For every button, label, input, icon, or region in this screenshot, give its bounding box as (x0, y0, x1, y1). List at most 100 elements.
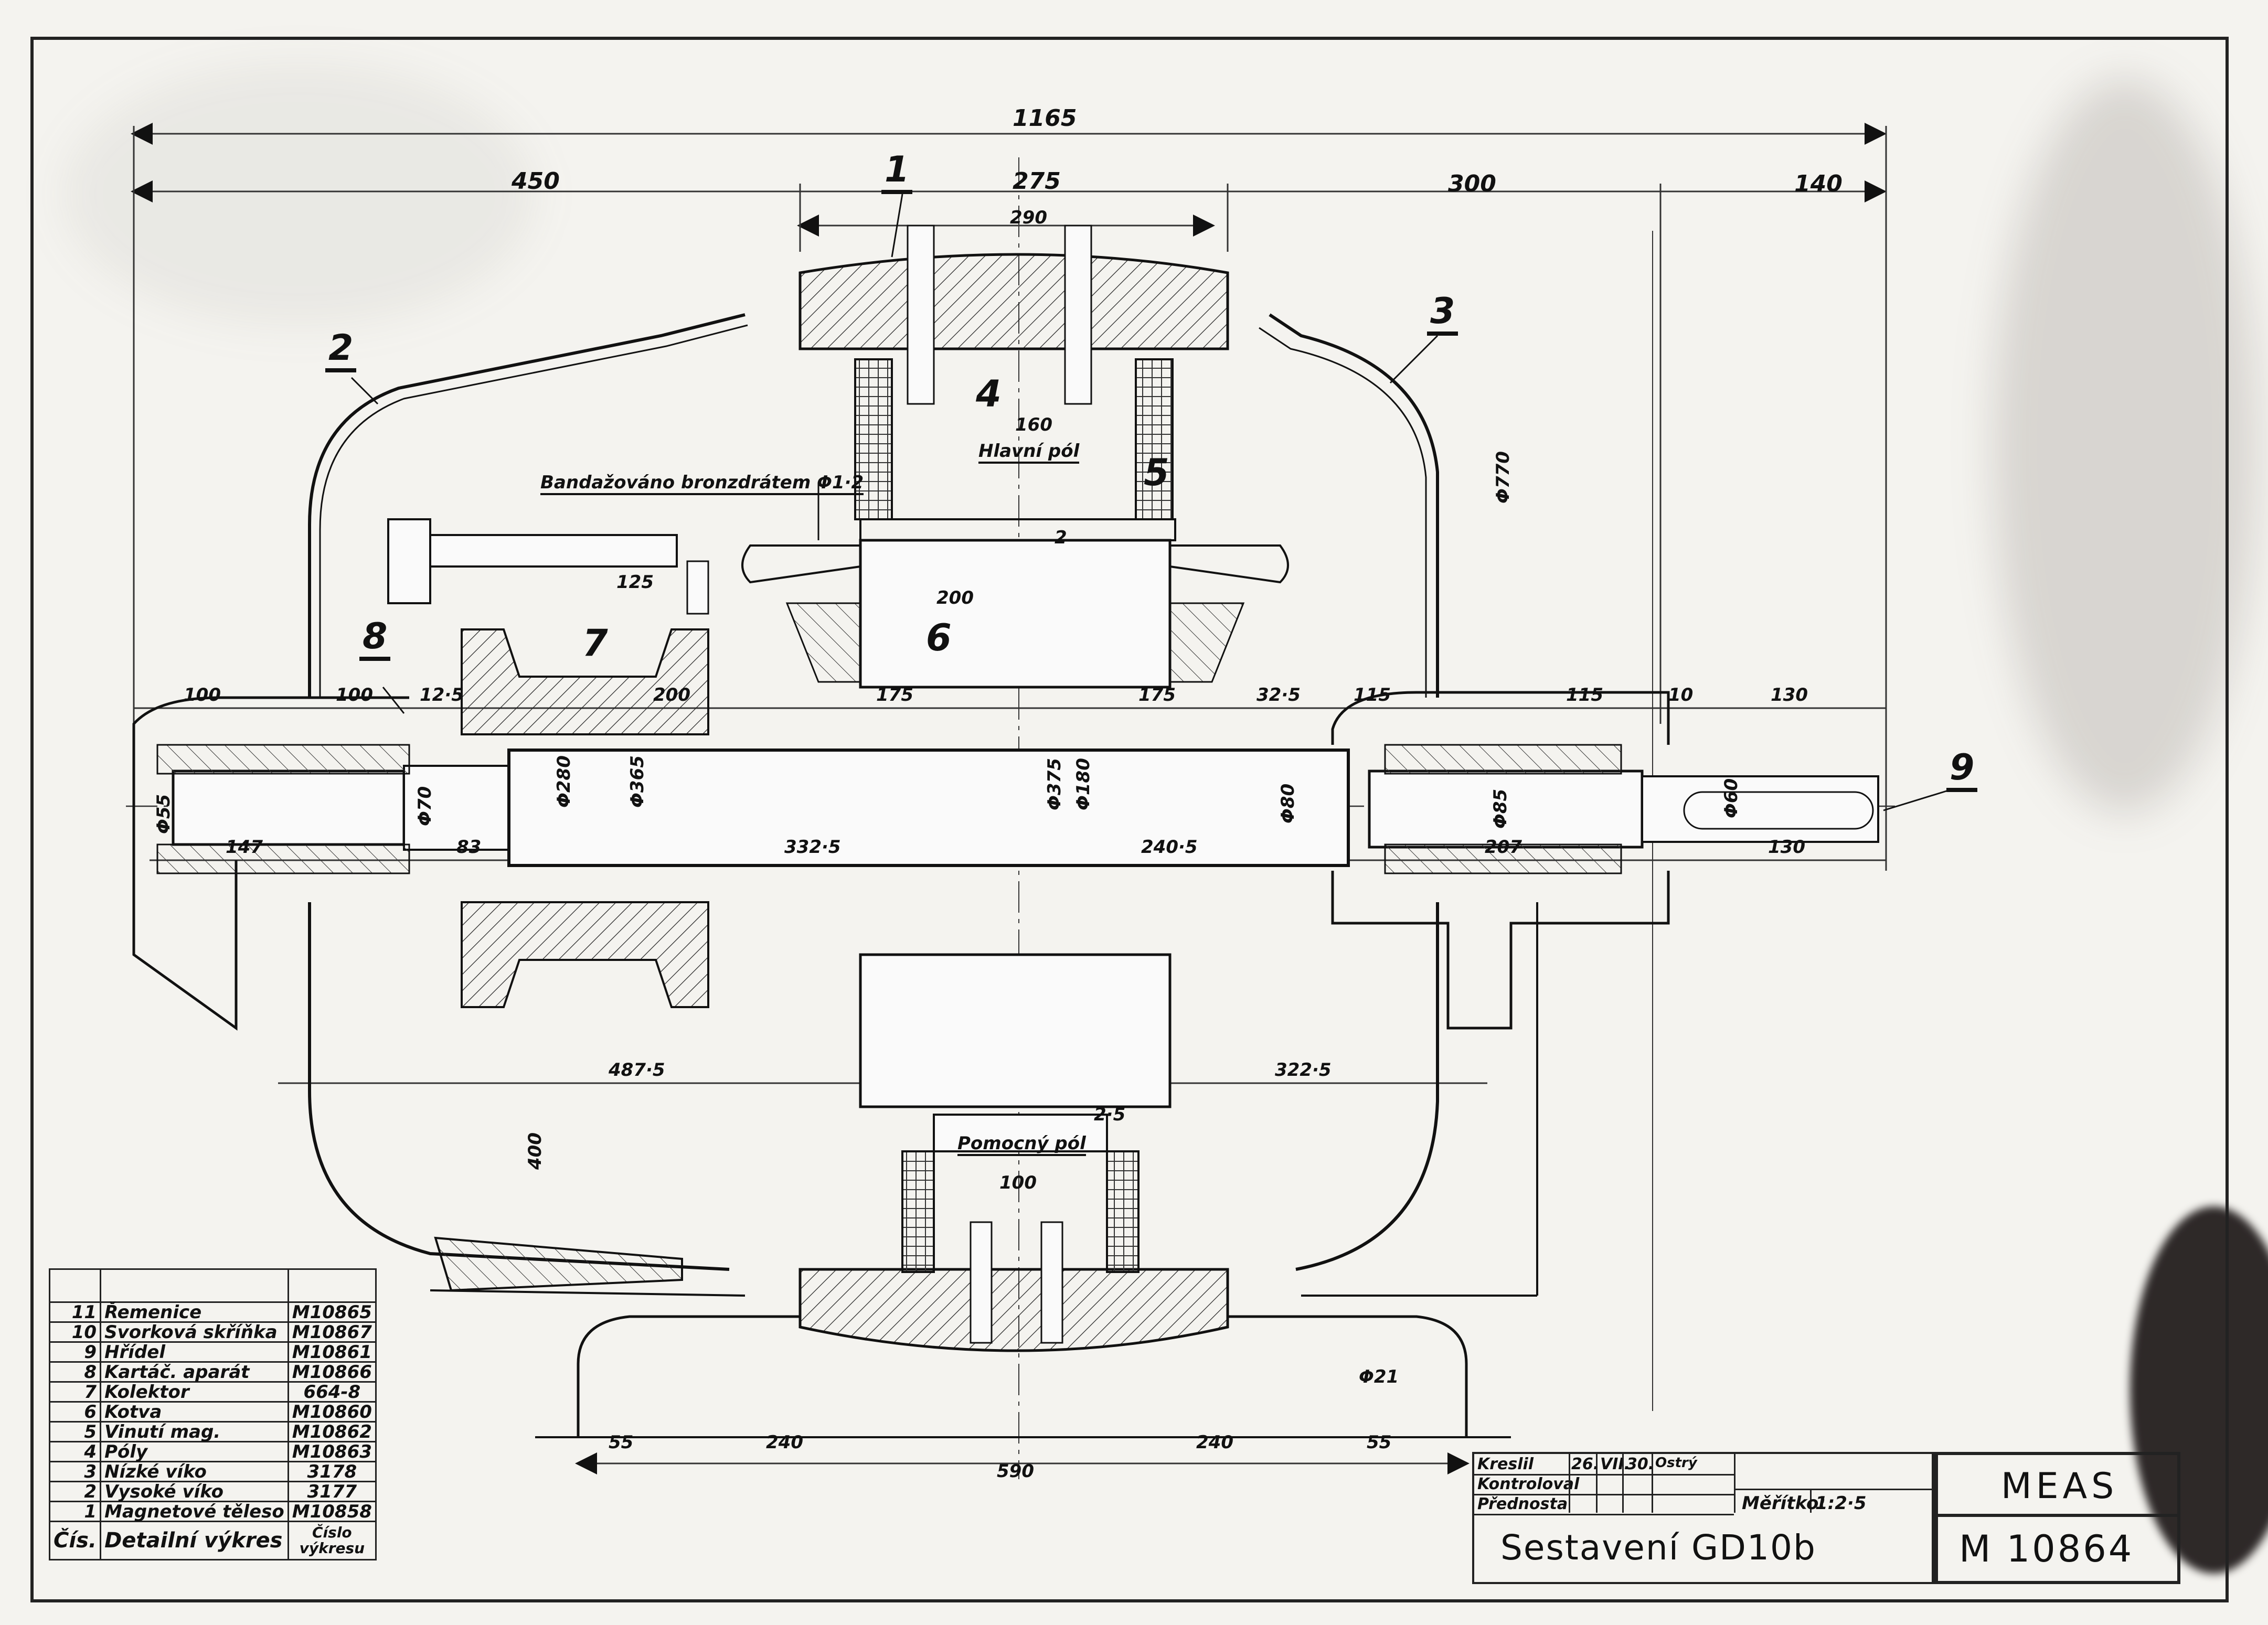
dim-pole-width: 290 (1010, 207, 1047, 228)
dim-foot: 240 (766, 1432, 803, 1453)
part-drawing-number: 664-8 (287, 1381, 377, 1403)
part-drawing-number: M10862 (287, 1421, 377, 1442)
part-name: Kolektor (100, 1381, 289, 1403)
right-end-housing (1331, 691, 1670, 745)
approval-role: Přednosta (1477, 1495, 1568, 1513)
drawing-number: M 10864 (1959, 1527, 2134, 1570)
scale-value: 1:2·5 (1815, 1493, 1867, 1514)
terminal-box (434, 1236, 683, 1292)
balloon-1: 1 (881, 152, 913, 194)
part-drawing-number: 3178 (287, 1461, 377, 1482)
part-name: Kartáč. aparát (100, 1361, 289, 1383)
part-number: 2 (48, 1481, 102, 1502)
company-name: MEAS (2001, 1466, 2118, 1507)
drawing-title: Sestavení GD10b (1500, 1527, 1816, 1568)
header-name: Detailní výkres (100, 1521, 289, 1560)
header-drawing: Číslo výkresu (287, 1521, 377, 1560)
dim-shaft-lower: 130 (1768, 837, 1805, 858)
balloon-3: 3 (1427, 294, 1458, 336)
part-label-6: 6 (926, 616, 952, 659)
approval-row: Přednosta (1474, 1494, 1734, 1515)
armature-core-bottom (859, 953, 1172, 1108)
main-pole-note: Hlavní pól (978, 441, 1080, 464)
brush-holder (387, 518, 431, 604)
approval-day: 26. (1571, 1455, 1600, 1473)
dim-aux-pole-width: 100 (999, 1172, 1037, 1193)
dim-shaft-upper: 100 (336, 685, 373, 705)
title-block: Kreslil 26. VII. 30. Ostrý Kontroloval P… (1472, 1452, 1936, 1584)
dim-bearing-span: 322·5 (1275, 1060, 1332, 1081)
part-drawing-number: M10863 (287, 1441, 377, 1462)
commutator-top (461, 628, 709, 735)
part-number: 6 (48, 1401, 102, 1423)
dim-top-450: 450 (512, 168, 560, 195)
dim-top-300: 300 (1448, 170, 1496, 197)
aux-pole-shoe (933, 1114, 1108, 1152)
dim-shaft-upper: 115 (1566, 685, 1603, 705)
dim-gap-aux: 2·5 (1094, 1104, 1126, 1125)
part-number: 4 (48, 1441, 102, 1462)
approval-row: Kreslil 26. VII. 30. Ostrý (1474, 1454, 1734, 1476)
part-name: Nízké víko (100, 1461, 289, 1482)
dim-shaft-upper: 130 (1771, 685, 1808, 705)
dim-shaft-upper: 32·5 (1257, 685, 1301, 705)
part-name: Vinutí mag. (100, 1421, 289, 1442)
paper-stain (1994, 79, 2256, 813)
dim-shaft-lower: 240·5 (1141, 837, 1198, 858)
dim-frame-dia: Φ770 (1493, 451, 1514, 504)
low-cover-outline (1269, 313, 1439, 698)
dim-shaft-dia: Φ55 (153, 794, 174, 834)
scale-label: Měřítko: (1742, 1493, 1826, 1514)
dim-armature-width: 200 (936, 587, 974, 608)
approval-role: Kreslil (1477, 1455, 1534, 1473)
dim-foot: 240 (1196, 1432, 1233, 1453)
commutator-bottom (461, 901, 709, 1008)
dim-shaft-upper: 10 (1668, 685, 1694, 705)
part-name: Svorková skříňka (100, 1321, 289, 1343)
balloon-9: 9 (1946, 750, 1978, 792)
balloon-2: 2 (325, 330, 357, 372)
field-coil-right (1135, 358, 1174, 520)
approval-year: 30. (1626, 1455, 1655, 1473)
balloon-leaders (350, 194, 1952, 811)
part-number: 8 (48, 1361, 102, 1383)
bearing-right (1384, 744, 1622, 775)
shaft-end (1641, 775, 1879, 843)
part-number: 5 (48, 1421, 102, 1442)
foot-right (1228, 1315, 1468, 1437)
part-label-7: 7 (582, 622, 608, 665)
part-label-4: 4 (976, 372, 1002, 415)
magnet-frame-top (798, 253, 1229, 350)
approval-row: Kontroloval (1474, 1474, 1734, 1495)
aux-pole-note: Pomocný pól (957, 1133, 1086, 1156)
bearing-left (156, 744, 410, 775)
part-drawing-number: M10867 (287, 1321, 377, 1343)
pole-bolt (907, 224, 935, 405)
dim-shaft-upper: 115 (1354, 685, 1391, 705)
dim-height-400: 400 (525, 1132, 546, 1170)
dim-top-140: 140 (1794, 170, 1843, 197)
shaft-left-journal (172, 769, 406, 846)
dim-shaft-dia: Φ80 (1277, 783, 1298, 824)
field-coil-left (854, 358, 893, 520)
dim-bolt-dia: Φ21 (1359, 1366, 1399, 1387)
dim-shaft-dia: Φ60 (1721, 778, 1742, 818)
part-name: Magnetové těleso (100, 1501, 289, 1522)
brush-rod (429, 534, 678, 568)
part-drawing-number: M10866 (287, 1361, 377, 1383)
dim-shaft-dia: Φ375 (1044, 758, 1065, 810)
aux-coil-right (1106, 1150, 1140, 1273)
dim-shaft-dia: Φ280 (553, 755, 574, 808)
part-name: Vysoké víko (100, 1481, 289, 1502)
